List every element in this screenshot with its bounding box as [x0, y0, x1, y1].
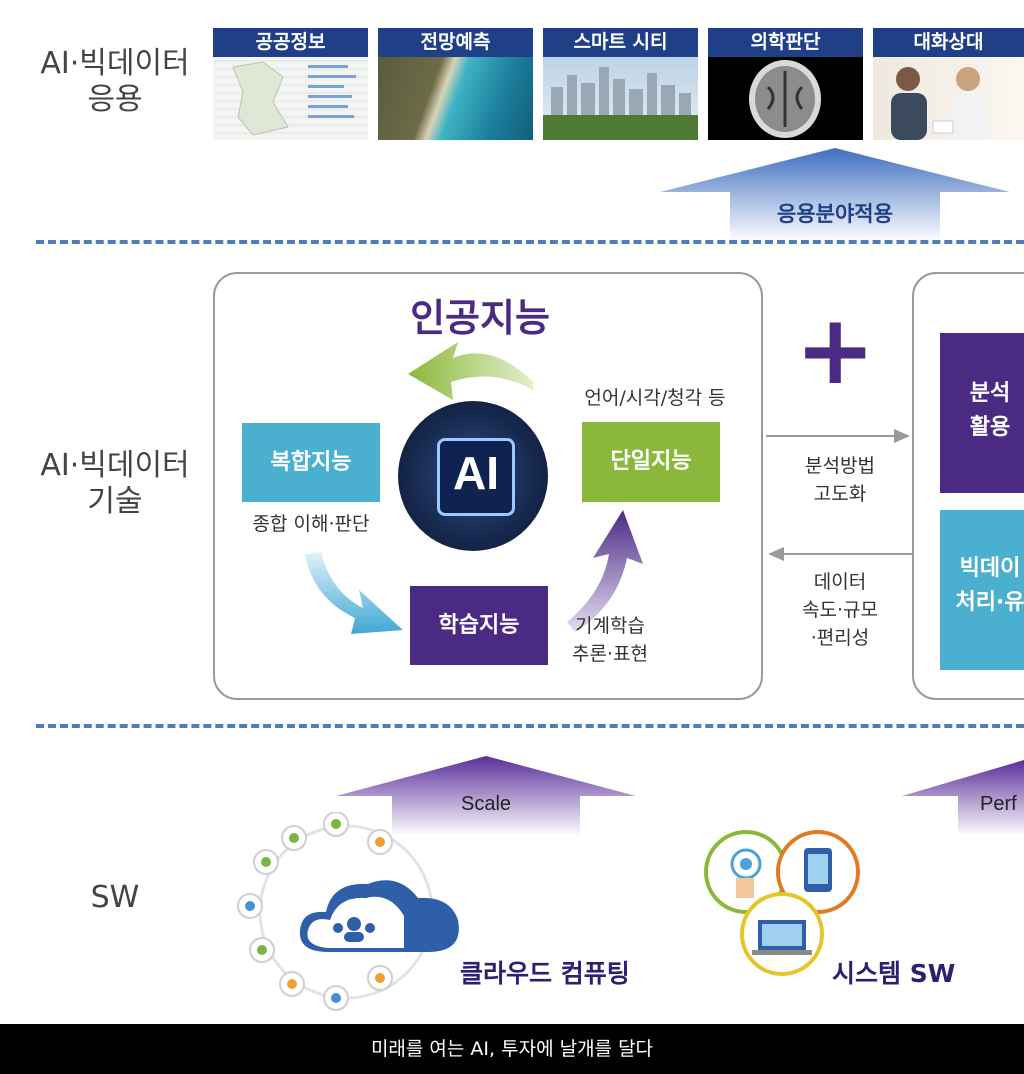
complex-intelligence-caption: 종합 이해·판단	[252, 513, 370, 535]
city-skyline-image	[543, 57, 698, 140]
flow-right-caption: 분석방법 고도화	[805, 455, 875, 505]
flow-right-arrow	[766, 429, 910, 443]
analysis-box: 분석 활용	[940, 333, 1024, 493]
system-sw-graphic	[704, 830, 860, 976]
learning-intelligence-caption: 기계학습 추론·표현	[572, 615, 648, 665]
ai-panel-title: 인공지능	[410, 296, 550, 340]
row-label-application: AI·빅데이터 응용	[40, 46, 190, 117]
apply-arrow	[660, 148, 1010, 242]
people-conversation-image	[873, 57, 1024, 140]
public-info-map-image	[213, 57, 368, 140]
single-intelligence-caption: 언어/시각/청각 등	[584, 387, 726, 409]
cloud-computing-label: 클라우드 컴퓨팅	[460, 959, 630, 988]
apply-arrow-label: 응용분야적용	[777, 202, 893, 226]
row-label-technology: AI·빅데이터 기술	[40, 448, 190, 519]
system-sw-label: 시스템 SW	[832, 959, 956, 988]
app-tile-label: 공공정보	[213, 28, 368, 57]
scale-arrow-label: Scale	[460, 793, 512, 815]
app-tile-smart-city: 스마트 시티	[543, 28, 698, 140]
divider-bottom	[36, 724, 1024, 728]
perf-arrow	[902, 760, 1024, 836]
divider-top	[36, 240, 1024, 244]
learning-intelligence-box: 학습지능	[410, 586, 548, 665]
coastline-aerial-image	[378, 57, 533, 140]
app-tile-medical: 의학판단	[708, 28, 863, 140]
flow-left-caption: 데이터 속도·규모 ·편리성	[802, 571, 878, 649]
brain-scan-image	[708, 57, 863, 140]
ai-chip-frame	[437, 438, 515, 516]
app-tile-label: 전망예측	[378, 28, 533, 57]
perf-arrow-label: Perf	[980, 793, 1017, 815]
single-intelligence-box: 단일지능	[582, 422, 720, 502]
complex-intelligence-box: 복합지능	[242, 423, 380, 502]
plus-icon: +	[795, 294, 876, 406]
app-tile-label: 대화상대	[873, 28, 1024, 57]
big-data-processing-box: 빅데이 처리·유	[940, 510, 1024, 670]
cloud-computing-graphic	[237, 812, 459, 1011]
app-tile-public-info: 공공정보	[213, 28, 368, 140]
scale-arrow	[336, 756, 636, 836]
ai-center-label: AI	[453, 447, 499, 499]
app-tile-conversation: 대화상대	[873, 28, 1024, 140]
app-tile-label: 의학판단	[708, 28, 863, 57]
row-label-sw: SW	[90, 880, 140, 915]
app-tile-forecast: 전망예측	[378, 28, 533, 140]
ai-cycle-arrows	[305, 342, 643, 634]
flow-left-arrow	[768, 547, 912, 561]
app-tile-label: 스마트 시티	[543, 28, 698, 57]
footer-caption: 미래를 여는 AI, 투자에 날개를 달다	[0, 1024, 1024, 1074]
